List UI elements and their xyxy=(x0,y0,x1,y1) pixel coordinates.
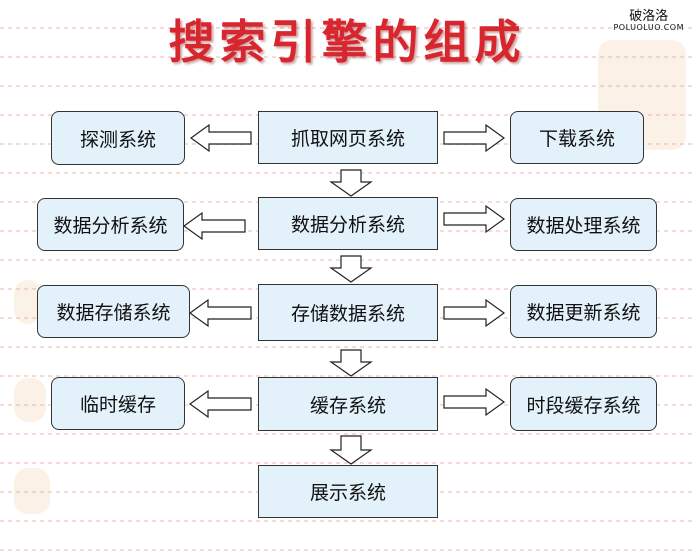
decorative-seal-left-3 xyxy=(14,468,50,514)
watermark-chinese: 破洛洛 xyxy=(629,9,669,24)
box-display-system: 展示系统 xyxy=(258,465,438,518)
arrow-right-2 xyxy=(443,204,506,234)
arrow-down-3 xyxy=(329,349,373,377)
box-data-processing-system: 数据处理系统 xyxy=(510,198,657,251)
arrow-left-1 xyxy=(189,123,252,153)
watermark: 破洛洛 POLUOLUO.COM xyxy=(613,9,684,33)
box-data-update-system: 数据更新系统 xyxy=(510,285,657,338)
box-data-analysis-system-center: 数据分析系统 xyxy=(258,197,438,250)
arrow-down-4 xyxy=(329,435,373,465)
arrow-left-4 xyxy=(188,389,252,419)
box-cache-system: 缓存系统 xyxy=(258,377,438,431)
arrow-left-3 xyxy=(188,298,252,328)
watermark-url: POLUOLUO.COM xyxy=(613,23,684,33)
page-title: 搜索引擎的组成 xyxy=(168,15,526,69)
arrow-down-1 xyxy=(329,169,373,197)
arrow-right-3 xyxy=(443,298,506,328)
arrow-down-2 xyxy=(329,255,373,283)
box-crawl-system: 抓取网页系统 xyxy=(258,111,438,164)
arrow-left-2 xyxy=(182,211,246,241)
box-probe-system: 探测系统 xyxy=(51,111,185,165)
box-data-storage-system-center: 存储数据系统 xyxy=(258,284,438,341)
box-download-system: 下载系统 xyxy=(510,111,644,164)
arrow-right-4 xyxy=(443,387,506,417)
arrow-right-1 xyxy=(443,123,506,153)
box-data-analysis-system-left: 数据分析系统 xyxy=(37,198,184,251)
box-data-storage-system-left: 数据存储系统 xyxy=(37,285,190,338)
box-period-cache-system: 时段缓存系统 xyxy=(510,377,657,431)
decorative-seal-left-2 xyxy=(14,378,46,422)
box-temp-cache: 临时缓存 xyxy=(51,377,185,430)
